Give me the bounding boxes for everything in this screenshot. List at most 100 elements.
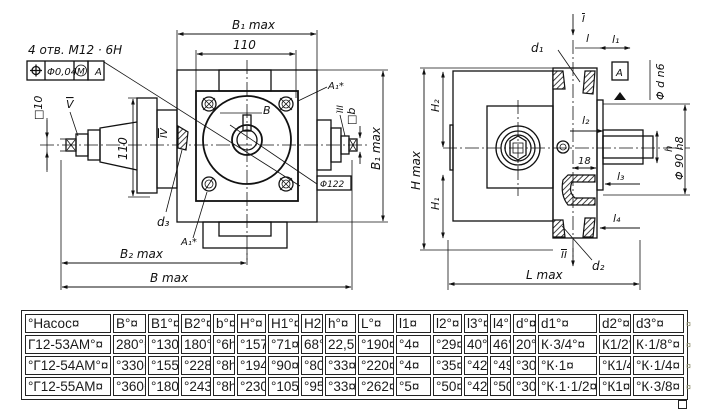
tolerance-modifier: M (77, 68, 85, 78)
table-header-cell: l3°¤ (464, 314, 488, 333)
table-cell: 22,5° (325, 335, 356, 354)
datum-triangle-icon (614, 92, 626, 100)
table-cell: 46° (490, 335, 511, 354)
label-phi122: Φ122 (320, 180, 345, 190)
table-cell: °30 (513, 356, 536, 375)
table-header-cell: d°¤ (513, 314, 536, 333)
table-cell: °35¤ (433, 356, 462, 375)
table-cell: °230 (237, 377, 266, 396)
label-d3: d₃ (157, 215, 170, 229)
table-end-marker-icon (678, 400, 687, 409)
table-cell: °Г12-55АМ¤ (25, 377, 111, 396)
table-header-cell: d1°¤ (538, 314, 597, 333)
label-h: h (664, 146, 675, 152)
label-phi-d: Φ d n6 (654, 63, 667, 100)
table-header-cell: l2°¤ (433, 314, 462, 333)
table-cell: Г12-53АМ°¤ (25, 335, 111, 354)
row-end-mark: ¤ (686, 319, 692, 329)
table-cell: °8h (213, 356, 235, 375)
front-view: 4 отв. М12 · 6Н Φ0,04 M A B₁ max 110 (26, 18, 388, 290)
table-cell: °194 (237, 356, 266, 375)
dim-110-top: 110 (233, 38, 256, 52)
table-cell: °180 (148, 377, 179, 396)
label-square-10: □10 (32, 96, 45, 120)
dim-h2: H₂ (429, 99, 442, 112)
dim-lmax: L max (526, 268, 564, 282)
table-cell: °5¤ (396, 377, 431, 396)
table-cell: °360¤ (113, 377, 146, 396)
dim-b2max: B₂ max (120, 247, 164, 261)
table-cell: °К·1¤ (538, 356, 597, 375)
table-header-cell: b°¤ (213, 314, 235, 333)
dim-b1max-side: B₁ max (369, 126, 383, 170)
table-header-cell: H1°¤ (268, 314, 299, 333)
table-cell: 40° (464, 335, 488, 354)
label-l4: l₄ (613, 212, 621, 225)
label-b: B (263, 104, 271, 117)
label-a1-top: A₁* (327, 81, 344, 92)
table-cell: °190¤ (358, 335, 394, 354)
table-header-row: °Насос¤B°¤B1°¤B2°¤b°¤H°¤H1°¤H2°¤h°¤L°¤l1… (25, 314, 684, 333)
pump-spec-table: °Насос¤B°¤B1°¤B2°¤b°¤H°¤H1°¤H2°¤h°¤L°¤l1… (21, 310, 688, 400)
table-cell: °4¤ (396, 356, 431, 375)
side-view: H max H₂ H₁ L max I l l₁ d₁ A Φ d n6 Φ 9… (409, 14, 690, 290)
label-ii: II (561, 250, 567, 261)
table-header-cell: B2°¤ (181, 314, 211, 333)
table-cell: °4¤ (396, 335, 431, 354)
datum-label: A (94, 67, 102, 78)
row-end-mark: ¤ (686, 382, 692, 392)
table-header-cell: d2°¤ (599, 314, 631, 333)
table-header-cell: H°¤ (237, 314, 266, 333)
table-header-cell: h°¤ (325, 314, 356, 333)
holes-note: 4 отв. М12 · 6Н (28, 43, 122, 57)
table-cell: °50 (490, 377, 511, 396)
label-a-datum: A (615, 68, 623, 79)
bolt-hole (278, 96, 294, 112)
table-header-cell: B°¤ (113, 314, 146, 333)
dim-hmax: H max (409, 150, 423, 190)
label-v: V (66, 98, 75, 111)
table-row: °Г12-55АМ¤°360¤°180°243°8h°230°105°95°33… (25, 377, 684, 396)
label-square-b: □b (345, 108, 358, 125)
label-l1: l₁ (612, 33, 619, 46)
label-l3: l₃ (617, 170, 625, 183)
table-header-cell: l1¤ (396, 314, 431, 333)
table-cell: °155 (148, 356, 179, 375)
row-end-mark: ¤ (686, 340, 692, 350)
table-cell: °243 (181, 377, 211, 396)
label-d1: d₁ (531, 41, 544, 55)
table-cell: °220¤ (358, 356, 394, 375)
table-header-cell: d3°¤ (633, 314, 684, 333)
table-cell: °330¤ (113, 356, 146, 375)
table-cell: 20° (513, 335, 536, 354)
position-icon (30, 64, 42, 77)
table-cell: К1/2° (599, 335, 631, 354)
table-cell: °105 (268, 377, 299, 396)
dim-bmax: B max (150, 271, 189, 285)
label-l2: l₂ (582, 114, 590, 127)
label-iv: IV (159, 127, 170, 138)
table-header-cell: °Насос¤ (25, 314, 111, 333)
table-cell: °71¤ (268, 335, 299, 354)
table-cell: °95 (301, 377, 323, 396)
tolerance-frame: Φ0,04 M A (26, 60, 301, 187)
table-header-cell: l4°¤ (490, 314, 511, 333)
bolt-hole (278, 176, 294, 192)
table-cell: °80 (301, 356, 323, 375)
table-cell: °90¤ (268, 356, 299, 375)
table-cell: 180° (181, 335, 211, 354)
table-cell: °К·1·1/2¤ (538, 377, 597, 396)
label-i: I (582, 14, 585, 25)
table-cell: °К1¤ (599, 377, 631, 396)
table-cell: °33¤ (325, 377, 356, 396)
tolerance-value: Φ0,04 (47, 67, 77, 78)
table-cell: °157 (237, 335, 266, 354)
dim-h1: H₁ (429, 197, 442, 210)
label-18: 18 (578, 156, 591, 167)
row-end-mark: ¤ (686, 361, 692, 371)
dim-110-side: 110 (116, 137, 130, 160)
table-cell: °228 (181, 356, 211, 375)
label-phi90: Φ 90 h8 (673, 136, 686, 180)
table-cell: К·1/8°¤ (633, 335, 684, 354)
table-cell: °6h (213, 335, 235, 354)
